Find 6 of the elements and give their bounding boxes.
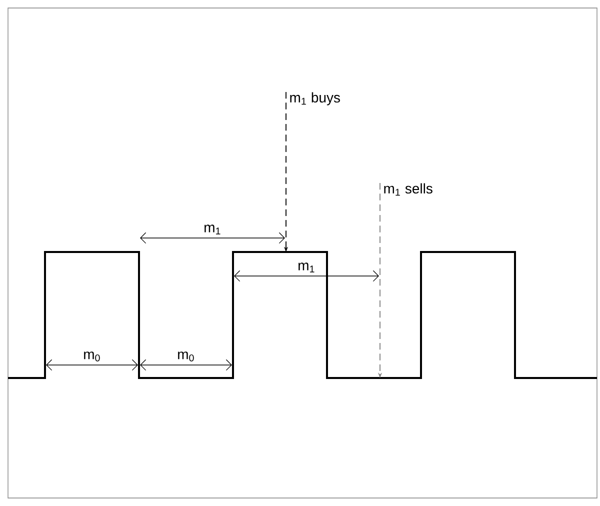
dimension-label: m$_{1}$ [298, 262, 314, 272]
dimension-label: m$_{0}$ [84, 352, 100, 362]
dimension-label: m$_{0}$ [178, 352, 194, 362]
annotation-text: m$_{1}$ buys [290, 92, 340, 106]
annotation-text: m$_{1}$ sells [384, 183, 432, 196]
dimension-label: m$_{1}$ [204, 224, 220, 234]
